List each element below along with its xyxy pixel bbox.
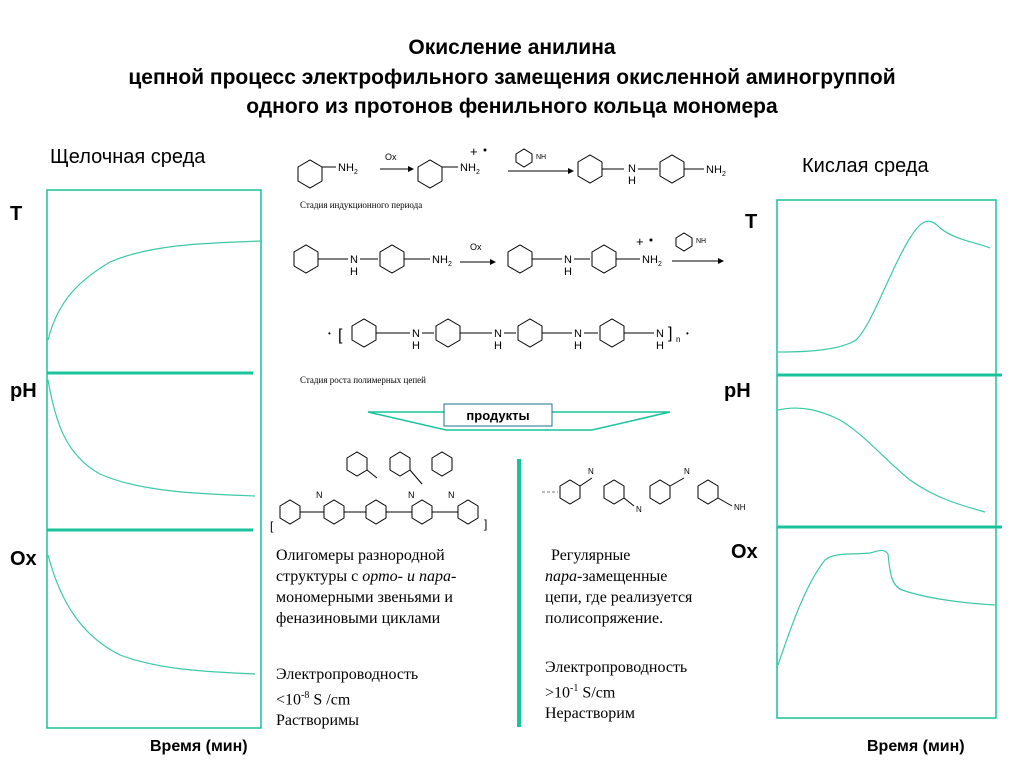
svg-text:NH: NH xyxy=(536,154,546,161)
svg-text:N: N xyxy=(656,328,664,340)
row-3: • [ NH NH NH NH ]n • Стадия роста полиме… xyxy=(300,318,689,385)
svg-text:n: n xyxy=(676,335,680,344)
regular-line-2: пара-замещенные xyxy=(545,568,668,585)
left-label-Ox: Ox xyxy=(10,548,37,570)
svg-text:Стадия роста полимерных цепей: Стадия роста полимерных цепей xyxy=(300,375,426,385)
svg-text:NH: NH xyxy=(460,162,476,174)
left-curve-Ox xyxy=(47,554,256,675)
right-curve-T xyxy=(777,220,991,353)
oligomer-line-2: структуры с орто- и пара- xyxy=(276,568,457,585)
regular-chain-structure: N N N NH xyxy=(542,467,746,514)
title-line-1: Окисление анилина xyxy=(408,36,616,59)
svg-text:2: 2 xyxy=(448,261,452,268)
left-graph-frame xyxy=(46,189,262,729)
svg-text:NH: NH xyxy=(338,162,354,174)
svg-text:N: N xyxy=(448,490,455,500)
svg-text:NH: NH xyxy=(432,254,448,266)
oligomer-properties: Электропроводность <10-8 S /cm Растворим… xyxy=(276,664,418,731)
left-label-T: T xyxy=(10,203,23,225)
right-curve-pH xyxy=(777,407,986,513)
svg-text:NH: NH xyxy=(642,254,658,266)
products-arrow: продукты xyxy=(367,403,671,431)
right-panel-heading: Кислая среда xyxy=(802,155,929,177)
left-curve-pH xyxy=(47,379,256,497)
svg-text:Ox: Ox xyxy=(470,242,482,252)
svg-text:2: 2 xyxy=(722,171,726,178)
oligomer-description: Олигомеры разнородной структуры с орто- … xyxy=(276,545,456,629)
regular-chain-properties: Электропроводность >10-1 S/cm Нераствори… xyxy=(545,657,687,724)
svg-text:N: N xyxy=(636,505,642,514)
svg-text:2: 2 xyxy=(476,169,480,176)
svg-text:2: 2 xyxy=(354,169,358,176)
svg-text:H: H xyxy=(350,266,358,278)
svg-text:N: N xyxy=(574,328,582,340)
svg-text:NH: NH xyxy=(696,238,706,245)
right-graph xyxy=(776,199,1002,719)
title-line-2: цепной процесс электрофильного замещения… xyxy=(128,66,896,89)
svg-text:H: H xyxy=(656,340,664,352)
left-label-pH: pH xyxy=(10,380,37,402)
regular-line-3: цепи, где реализуется xyxy=(545,589,693,606)
right-label-Ox: Ox xyxy=(731,541,758,563)
oligomer-solubility: Растворимы xyxy=(276,712,359,730)
svg-text:N: N xyxy=(684,467,690,476)
svg-text:+: + xyxy=(636,234,644,249)
svg-text:N: N xyxy=(628,163,636,175)
svg-text:H: H xyxy=(412,340,420,352)
svg-text:H: H xyxy=(574,340,582,352)
right-curve-Ox xyxy=(777,549,996,666)
products-label: продукты xyxy=(466,408,529,423)
svg-text:H: H xyxy=(494,340,502,352)
svg-text:2: 2 xyxy=(658,261,662,268)
svg-text:N: N xyxy=(494,328,502,340)
regular-chain-description: Регулярные пара-замещенные цепи, где реа… xyxy=(545,545,692,629)
svg-text:N: N xyxy=(564,254,572,266)
svg-text:NH: NH xyxy=(706,164,722,176)
svg-text:]: ] xyxy=(668,325,672,342)
svg-text:[: [ xyxy=(338,327,343,344)
title-line-3: одного из протонов фенильного кольца мон… xyxy=(246,95,778,118)
svg-text:N: N xyxy=(408,490,415,500)
regular-solubility: Нерастворим xyxy=(545,705,635,723)
svg-text:]: ] xyxy=(484,517,487,531)
right-label-T: T xyxy=(745,211,758,233)
svg-text:N: N xyxy=(316,490,323,500)
products-divider xyxy=(517,459,521,727)
svg-text:N: N xyxy=(350,254,358,266)
svg-text:N: N xyxy=(588,467,594,476)
right-time-label: Время (мин) xyxy=(867,738,965,755)
oligomer-line-3: мономерными звеньями и xyxy=(276,589,453,606)
regular-line-1: Регулярные xyxy=(551,547,631,564)
svg-text:•: • xyxy=(686,329,689,338)
svg-text:[: [ xyxy=(270,519,274,533)
regular-conductivity-value: >10-1 S/cm xyxy=(545,683,616,702)
svg-text:N: N xyxy=(412,328,420,340)
oligomer-conductivity-label: Электропроводность xyxy=(276,666,419,683)
svg-text:H: H xyxy=(564,266,572,278)
regular-line-4: полисопряжение. xyxy=(545,610,664,627)
oligomer-line-4: феназиновыми циклами xyxy=(276,610,441,627)
oligomer-conductivity-value: <10-8 S /cm xyxy=(276,690,351,709)
right-label-pH: pH xyxy=(724,380,751,402)
left-time-label: Время (мин) xyxy=(150,738,248,755)
svg-text:Ox: Ox xyxy=(385,152,397,162)
svg-text:+: + xyxy=(470,144,478,159)
svg-text:•: • xyxy=(328,329,331,338)
svg-text:H: H xyxy=(628,175,636,187)
left-panel-heading: Щелочная среда xyxy=(50,146,206,168)
svg-text:Стадия индукционного периода: Стадия индукционного периода xyxy=(300,200,422,210)
oligomer-structure: N N N [ ] xyxy=(270,451,487,533)
regular-conductivity-label: Электропроводность xyxy=(545,659,688,676)
right-graph-frame xyxy=(776,199,997,719)
svg-text:NH: NH xyxy=(734,503,746,512)
oligomer-line-1: Олигомеры разнородной xyxy=(276,547,445,564)
left-curve-T xyxy=(47,240,263,341)
left-graph xyxy=(46,189,263,729)
